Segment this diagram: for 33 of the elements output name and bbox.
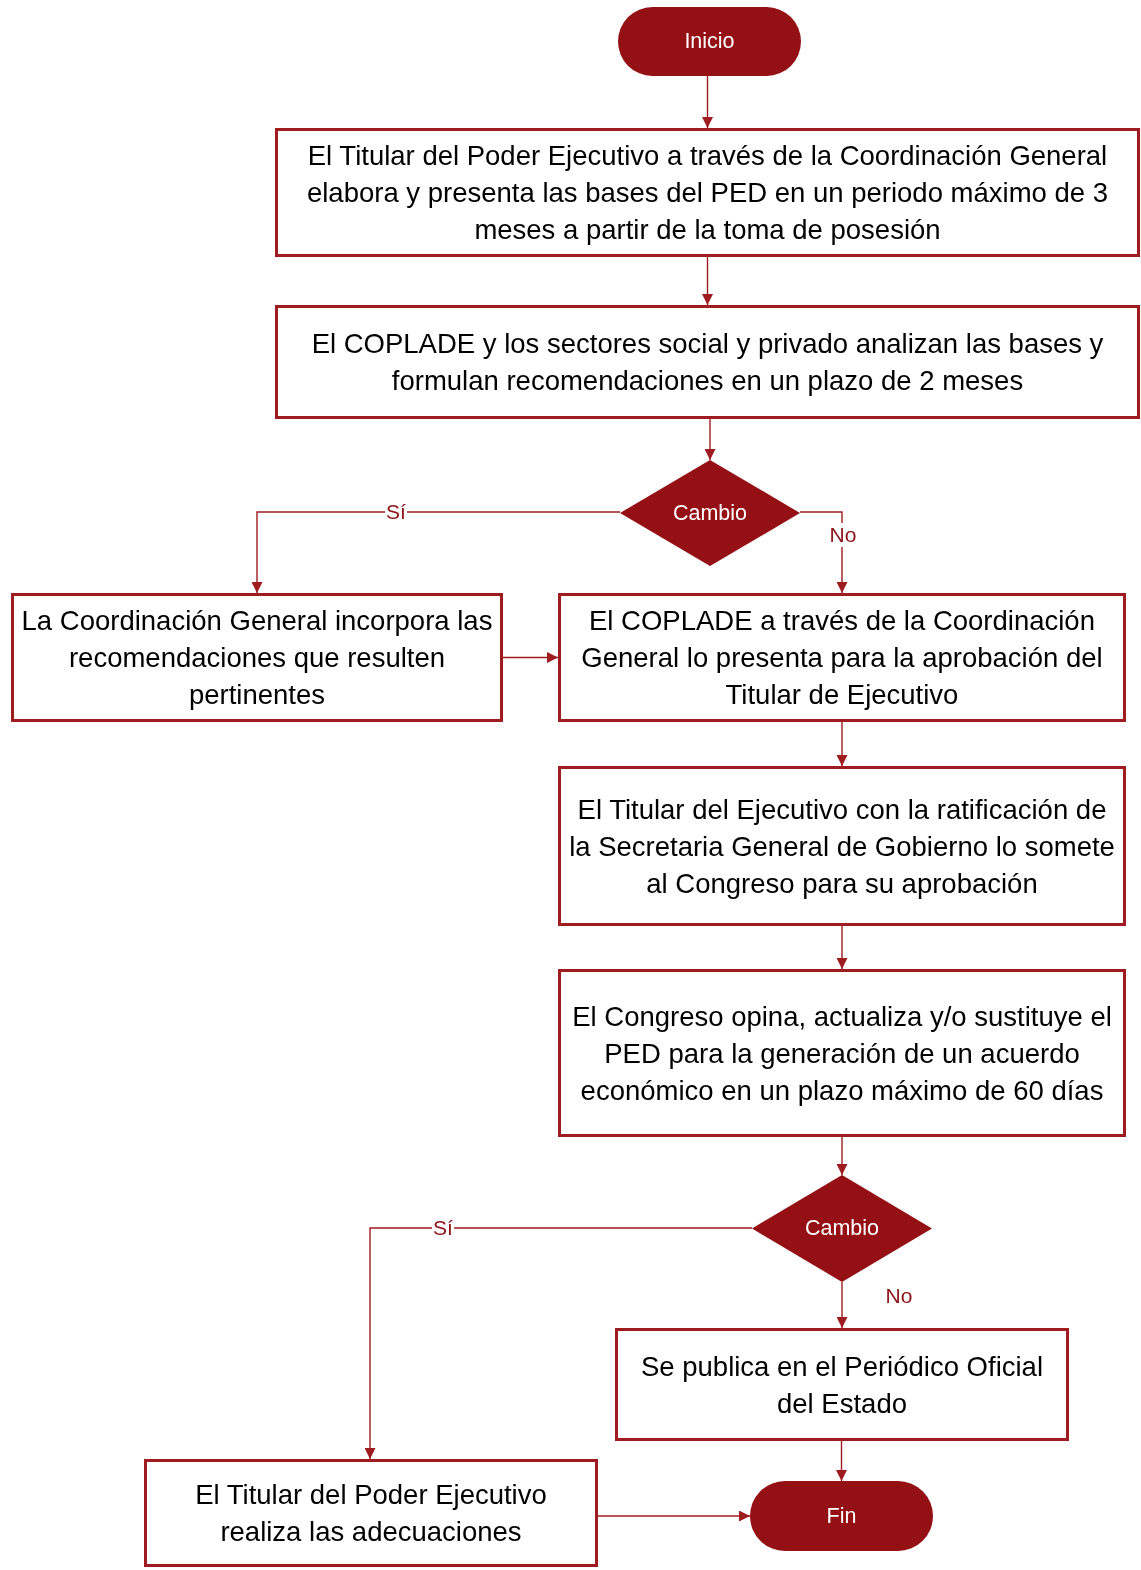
arrow xyxy=(836,721,848,767)
arrow xyxy=(836,1136,848,1176)
arrow xyxy=(836,1440,847,1482)
arrow xyxy=(502,652,559,663)
decision-label: Cambio xyxy=(804,1216,880,1241)
process-text: El Titular del Poder Ejecutivo a través de la Coordinación General elabora y presenta las bases del PED en un periodo máximo de 3 meses a partir de la toma de posesión xyxy=(305,139,1109,247)
terminal-label: Inicio xyxy=(684,29,735,54)
process-text: Se publica en el Periódico Oficial del Estado xyxy=(640,1349,1044,1421)
process-box xyxy=(144,1459,598,1567)
arrow xyxy=(836,1281,848,1329)
decision-label: Cambio xyxy=(672,500,748,526)
process-text: La Coordinación General incorpora las recomendaciones que resulten pertinentes xyxy=(20,604,494,712)
terminal-label: Fin xyxy=(826,1503,857,1529)
process-text: El COPLADE y los sectores social y privado analizan las bases y formulan recomendaciones en un plazo de 2 meses xyxy=(310,327,1105,398)
arrow xyxy=(836,925,848,970)
process-text: El Titular del Ejecutivo con la ratificación de la Secretaria General de Gobierno lo somete al Congreso para su aprobación xyxy=(568,792,1116,901)
process-box xyxy=(275,305,1140,419)
arrow xyxy=(702,75,713,129)
process-text: El COPLADE a través de la Coordinación General lo presenta para la aprobación del Titular de Ejecutivo xyxy=(580,604,1104,712)
process-box xyxy=(615,1328,1069,1441)
process-box xyxy=(275,128,1140,257)
arrow xyxy=(364,1227,753,1460)
process-box xyxy=(558,593,1126,722)
process-text: El Congreso opina, actualiza y/o sustituye el PED para la generación de un acuerdo económico en un plazo máximo de 60 días xyxy=(571,999,1113,1108)
process-box xyxy=(558,766,1126,926)
arrow xyxy=(704,418,716,461)
edge-label: No xyxy=(828,523,858,547)
process-box xyxy=(11,593,503,722)
arrow xyxy=(702,256,713,306)
process-text: El Titular del Poder Ejecutivo realiza las adecuaciones xyxy=(194,1478,548,1549)
arrow xyxy=(251,511,621,594)
arrow xyxy=(597,1510,751,1522)
process-box xyxy=(558,969,1126,1137)
